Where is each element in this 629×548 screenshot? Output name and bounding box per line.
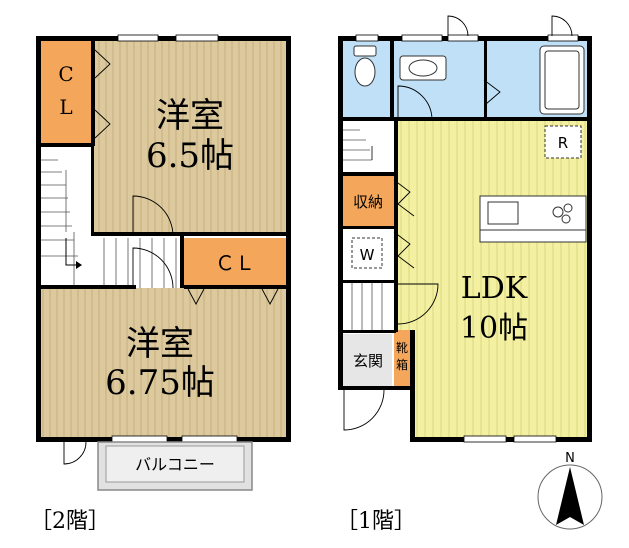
- storage-closet: [342, 176, 394, 226]
- doors-1f: [343, 15, 573, 431]
- balcony-label: バルコニー: [135, 455, 215, 474]
- upper-room-size: 6.5帖: [146, 136, 234, 176]
- closet-left-label-c: C: [58, 62, 73, 86]
- lower-room-name: 洋室: [126, 324, 194, 364]
- sink-fixture: [399, 55, 447, 81]
- compass: [537, 464, 603, 530]
- shoe-box-label-1: 靴: [396, 341, 408, 355]
- storage-label: 収納: [353, 193, 383, 211]
- upper-room-name: 洋室: [156, 96, 224, 136]
- entrance-label: 玄関: [353, 352, 383, 370]
- washer-label: W: [360, 246, 375, 264]
- compass-north-label: N: [565, 451, 575, 466]
- lower-room-size: 6.75帖: [105, 363, 215, 403]
- staircase-2f: [40, 148, 181, 288]
- bathtub-fixture: [539, 45, 585, 115]
- second-floor-plan: [36, 34, 291, 491]
- doors-2f: [63, 49, 279, 465]
- lower-western-room: [40, 288, 287, 438]
- windows-2f: [111, 34, 238, 443]
- first-floor-label: ［1階］: [336, 509, 416, 534]
- refrigerator-space: [544, 125, 582, 159]
- closet-left: [40, 40, 93, 143]
- ldk-room: [412, 120, 588, 438]
- ldk-size: 10帖: [460, 311, 528, 346]
- first-floor-plan: [338, 15, 603, 530]
- kitchen-counter: [479, 195, 587, 243]
- closet-left-label-l: L: [59, 95, 72, 119]
- shoe-box: [394, 330, 410, 386]
- shoe-box-label-2: 箱: [396, 357, 408, 372]
- windows-1f: [355, 34, 579, 443]
- staircase-1f: [342, 122, 394, 332]
- toilet-fixture: [353, 45, 377, 87]
- upper-western-room: [93, 40, 287, 232]
- closet-right: [184, 238, 287, 286]
- second-floor-label: ［2階］: [30, 509, 110, 534]
- refrigerator-label: R: [558, 134, 568, 152]
- closet-right-label: ＣＬ: [215, 251, 255, 275]
- ldk-name: LDK: [461, 271, 528, 306]
- entrance: [342, 334, 392, 386]
